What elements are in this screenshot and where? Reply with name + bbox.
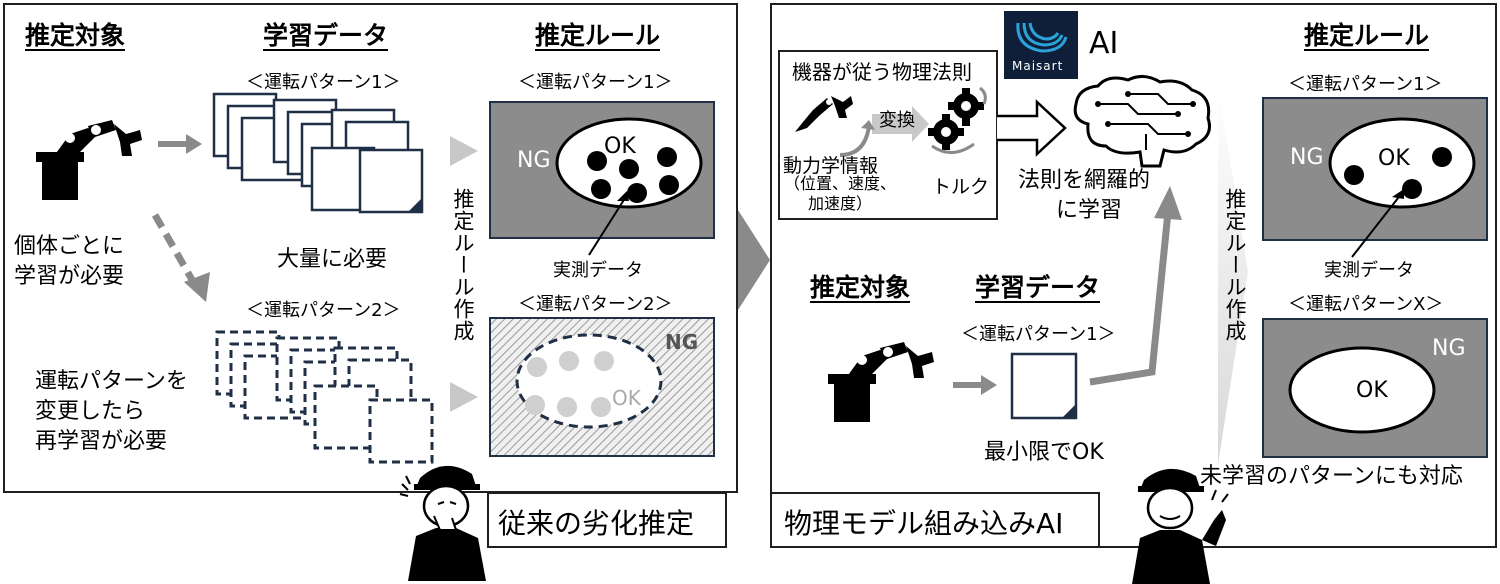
- learn-label-1: 法則を網羅的: [1018, 168, 1151, 193]
- right-ok2-label: OK: [1356, 378, 1388, 403]
- learn-label-2: に学習: [1056, 198, 1123, 223]
- triangle-arrow-icon: [450, 382, 478, 412]
- left-ng-label: NG: [517, 148, 551, 173]
- maisart-logo: Maisart: [1004, 11, 1078, 79]
- left-note-change-3: 再学習が必要: [35, 429, 168, 454]
- arrow-up-to-ai-icon: [1089, 186, 1182, 386]
- left-title: 従来の劣化推定: [498, 507, 695, 540]
- happy-worker-icon: [1132, 468, 1229, 584]
- robot-arm-icon: [36, 120, 142, 200]
- right-pattern1-data-label: ＜運転パターン1＞: [961, 324, 1116, 345]
- logo-swirl-icon: [1016, 22, 1068, 53]
- left-ok2-label: OK: [612, 386, 641, 410]
- left-header-rule: 推定ルール: [535, 21, 661, 50]
- physics-law-title: 機器が従う物理法則: [792, 60, 972, 84]
- left-large-amount: 大量に必要: [277, 247, 388, 272]
- right-rule-panel-1: [1262, 97, 1488, 258]
- left-note-change-2: 変更したら: [35, 399, 146, 424]
- unlearned-label: 未学習のパターンにも対応: [1200, 464, 1463, 489]
- arrow-right-icon: [158, 134, 202, 154]
- brain-icon: [1073, 75, 1211, 168]
- robot-arm-small-icon: [828, 342, 934, 422]
- left-header-target: 推定対象: [25, 21, 126, 50]
- left-pattern1-data-label: ＜運転パターン1＞: [246, 72, 401, 93]
- ai-label: AI: [1089, 26, 1119, 61]
- left-measured-label: 実測データ: [553, 260, 643, 281]
- left-pattern2-rule-label: ＜運転パターン2＞: [518, 294, 673, 315]
- minimum-label: 最小限でOK: [984, 440, 1104, 465]
- left-note-change-1: 運転パターンを: [35, 369, 188, 394]
- left-rule-panel-1: [489, 101, 715, 256]
- left-pattern1-rule-label: ＜運転パターン1＞: [518, 72, 673, 93]
- dynamics-detail-1: （位置、速度、: [784, 174, 897, 193]
- retraining-data-stack-icon: [215, 330, 434, 464]
- dynamics-detail-2: 加速度）: [808, 194, 873, 213]
- big-transition-arrow-icon: [738, 210, 770, 310]
- curve-arrow-icon: [839, 120, 875, 157]
- hollow-arrow-icon: [997, 99, 1067, 157]
- convert-arrow-icon: [872, 106, 929, 142]
- left-header-data: 学習データ: [263, 21, 389, 50]
- conventional-panel: [3, 3, 738, 493]
- physics-ai-panel: [770, 3, 1497, 548]
- dynamics-label: 動力学情報: [783, 155, 879, 177]
- arrow-right-icon: [953, 375, 997, 395]
- right-pattern1-rule-label: ＜運転パターン1＞: [1288, 74, 1443, 95]
- right-ng-label: NG: [1290, 145, 1324, 170]
- right-ng2-label: NG: [1432, 336, 1466, 361]
- triangle-arrow-icon: [450, 136, 478, 166]
- left-rule-creation: 推定ルール作成: [451, 188, 475, 342]
- logo-text: Maisart: [1012, 59, 1064, 73]
- right-title-box: [770, 492, 1100, 548]
- right-title: 物理モデル組み込みAI: [784, 507, 1064, 540]
- worried-worker-icon: [399, 465, 486, 581]
- torque-label: トルク: [932, 176, 990, 198]
- left-note-individual-1: 個体ごとに: [14, 234, 125, 259]
- left-ng2-label: NG: [665, 330, 699, 354]
- right-ok-label: OK: [1378, 146, 1410, 171]
- left-note-individual-2: 学習が必要: [14, 264, 125, 289]
- right-rule-creation: 推定ルール作成: [1223, 188, 1247, 342]
- single-data-page-icon: [1010, 352, 1078, 420]
- left-ok-label: OK: [604, 134, 636, 159]
- training-data-stack-icon: [212, 92, 424, 214]
- left-rule-panel-2: [489, 317, 715, 457]
- left-pattern2-data-label: ＜運転パターン2＞: [246, 300, 401, 321]
- rule-creation-arrow-icon: [1218, 86, 1248, 464]
- right-header-target: 推定対象: [810, 273, 911, 302]
- mini-robot-arm-icon: [795, 96, 853, 132]
- right-rule-panel-2: [1262, 318, 1488, 458]
- right-patternx-rule-label: ＜運転パターンX＞: [1288, 294, 1444, 315]
- right-measured-label: 実測データ: [1324, 260, 1414, 281]
- left-title-box: [487, 492, 727, 548]
- right-header-data: 学習データ: [975, 273, 1101, 302]
- gears-icon: [928, 86, 987, 154]
- dashed-arrow-icon: [151, 213, 210, 302]
- convert-label: 変換: [879, 110, 915, 131]
- right-header-rule: 推定ルール: [1304, 21, 1430, 50]
